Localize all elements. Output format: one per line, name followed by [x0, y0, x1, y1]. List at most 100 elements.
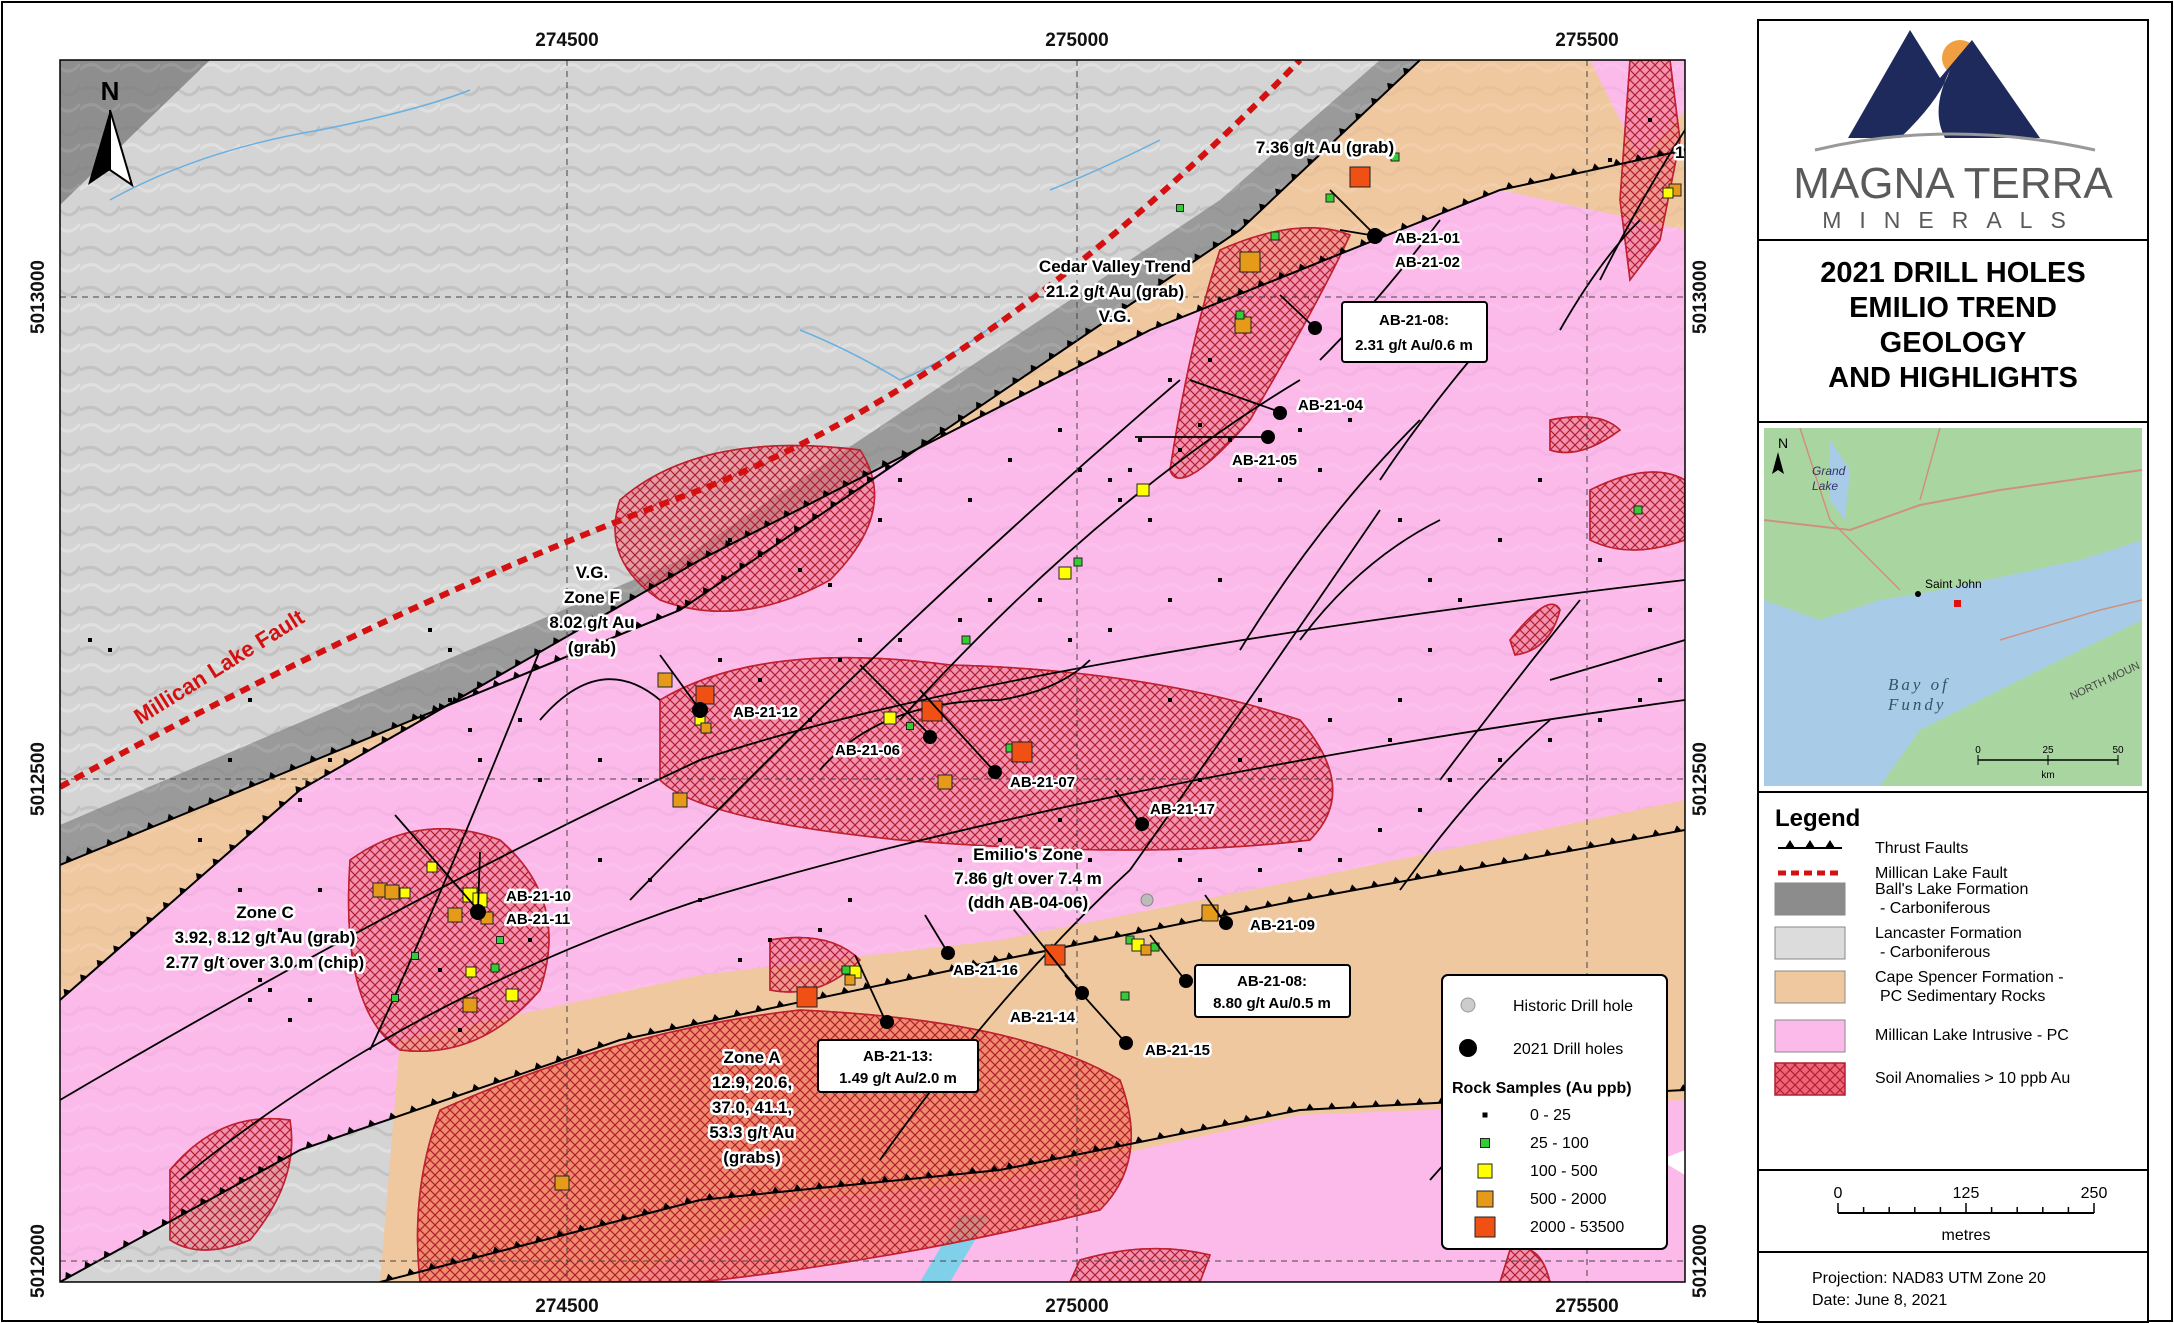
rock-sample-low	[1198, 778, 1202, 782]
rock-sample-low	[1538, 478, 1542, 482]
label-ab-21-06: AB-21-06	[835, 742, 900, 759]
coordinate-labels: 2745002745002750002750002755002755005013…	[28, 30, 1711, 1317]
label-zone-a-2: 12.9, 20.6,	[712, 1073, 792, 1092]
legend-item-label-0: Thrust Faults	[1875, 840, 1968, 857]
rock-sample	[447, 907, 463, 923]
rock-sample-low	[1458, 598, 1462, 602]
label-cedar-valley-3: V.G.	[1099, 307, 1131, 326]
northing-left-5012000: 5012000	[28, 1224, 49, 1298]
rock-sample-low	[88, 638, 92, 642]
rock-sample-low	[1428, 578, 1432, 582]
rock-sample	[1120, 991, 1130, 1001]
historic-drill-hole	[1140, 893, 1154, 907]
rock-sample-low	[1638, 698, 1642, 702]
rock-sample	[391, 994, 399, 1002]
label-ab-21-17: AB-21-17	[1150, 801, 1215, 818]
rock-sample	[1349, 166, 1371, 188]
rock-sample-low	[968, 498, 972, 502]
title-box	[1757, 239, 2149, 423]
rock-sample-low	[248, 998, 252, 1002]
label-ab-21-14: AB-21-14	[1010, 1009, 1076, 1026]
rock-sample-low	[1088, 858, 1092, 862]
northing-right-5012000: 5012000	[1690, 1224, 1711, 1298]
rock-sample-low	[318, 888, 322, 892]
rock-sample	[1044, 944, 1066, 966]
legend-item-sub-3: - Carboniferous	[1880, 944, 1990, 961]
rock-sample-low	[758, 553, 762, 557]
rock-sample-low	[1078, 468, 1082, 472]
label-grab-736: 7.36 g/t Au (grab)	[1256, 138, 1394, 157]
easting-top-274500: 274500	[535, 30, 598, 51]
north-arrow: N	[88, 76, 134, 188]
rock-sample	[1633, 505, 1643, 515]
rock-sample-low	[958, 618, 962, 622]
label-zone-c-1: Zone C	[236, 903, 294, 922]
label-emilio-2: 7.86 g/t over 7.4 m	[954, 869, 1101, 888]
label-cedar-valley-2: 21.2 g/t Au (grab)	[1046, 282, 1184, 301]
legend-item-label-6: Soil Anomalies > 10 ppb Au	[1875, 1070, 2070, 1087]
rock-sample-low	[958, 858, 962, 862]
label-zone-f-4: (grab)	[568, 638, 616, 657]
rock-sample-low	[1238, 478, 1242, 482]
rock-sample-low	[1498, 538, 1502, 542]
rock-sample-low	[1008, 458, 1012, 462]
legend-item-sub-2: - Carboniferous	[1880, 900, 1990, 917]
rock-sample-low	[598, 858, 602, 862]
drill-traces	[394, 189, 1376, 1043]
legend-2021-drill-holes: 2021 Drill holes	[1513, 1041, 1623, 1058]
legend-title: Legend	[1775, 805, 1860, 832]
rock-sample-low	[1398, 518, 1402, 522]
scale-tick-125: 125	[1953, 1185, 1980, 1202]
label-ab-21-05: AB-21-05	[1232, 452, 1297, 469]
legend-class-label-1: 25 - 100	[1530, 1135, 1589, 1152]
rock-sample	[700, 722, 712, 734]
rock-sample	[844, 974, 856, 986]
rock-sample	[672, 792, 688, 808]
rock-sample-low	[448, 698, 452, 702]
callout-ab-21-13-value: 1.49 g/t Au/2.0 m	[839, 1070, 957, 1087]
rock-sample-low	[1608, 158, 1612, 162]
rock-sample-low	[108, 648, 112, 652]
callout-ab-21-13: AB-21-13: 1.49 g/t Au/2.0 m	[817, 1039, 979, 1093]
title-line-3: GEOLOGY	[1880, 327, 2027, 359]
locator-bay-1: Bay of	[1888, 675, 1950, 694]
rock-sample	[1058, 566, 1072, 580]
rock-sample-low	[1108, 478, 1112, 482]
legend-swatch-4	[1774, 970, 1846, 1004]
locator-map: N Grand Lake Saint John Bay of Fundy NOR…	[1757, 421, 2149, 793]
rock-sample-low	[1238, 758, 1242, 762]
label-ab-21-15: AB-21-15	[1145, 1042, 1210, 1059]
rock-sample-low	[898, 478, 902, 482]
rock-sample	[496, 936, 504, 944]
rock-sample-low	[1648, 608, 1652, 612]
rock-sample-low	[258, 978, 262, 982]
rock-sample-low	[1548, 738, 1552, 742]
legend-swatch-class-2	[1477, 1163, 1493, 1179]
rock-sample	[1235, 310, 1245, 320]
map-border	[59, 59, 1686, 1283]
rock-sample-low	[1208, 358, 1212, 362]
locator-scale-50: 50	[2112, 745, 2124, 756]
legend-item-label-3: Lancaster Formation	[1875, 925, 2022, 942]
rock-sample-low	[1418, 808, 1422, 812]
rock-sample-low	[858, 638, 862, 642]
rock-sample	[554, 1175, 570, 1191]
rock-sample-low	[838, 658, 842, 662]
rock-sample	[906, 722, 914, 730]
callout-ab-21-08-upper-title: AB-21-08:	[1379, 312, 1449, 329]
rock-sample-low	[1038, 598, 1042, 602]
rock-sample	[796, 986, 818, 1008]
rock-sample	[399, 887, 411, 899]
rock-sample-low	[298, 798, 302, 802]
label-zone-a-1: Zone A	[724, 1048, 781, 1067]
label-ab-21-04: AB-21-04	[1298, 397, 1364, 414]
locator-bay-2: Fundy	[1887, 695, 1946, 714]
rock-sample-low	[478, 758, 482, 762]
title-line-2: EMILIO TREND	[1849, 292, 2057, 324]
rock-sample-low	[428, 628, 432, 632]
label-zone-f-3: 8.02 g/t Au	[549, 613, 634, 632]
rock-sample-low	[268, 988, 272, 992]
right-panel: MAGNA TERRA MINERALS 2021 DRILL HOLES EM…	[1757, 19, 2149, 1323]
rock-sample	[465, 966, 477, 978]
rock-sample-low	[1388, 738, 1392, 742]
